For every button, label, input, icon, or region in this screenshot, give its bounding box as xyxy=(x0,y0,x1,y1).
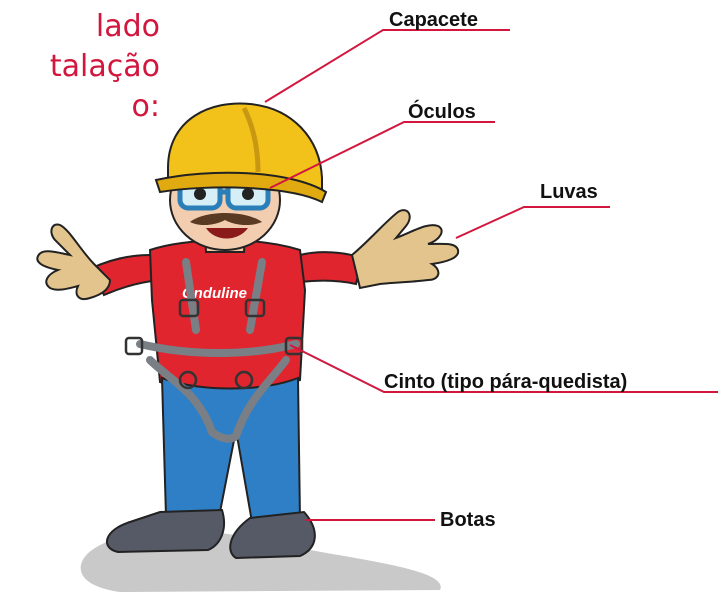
heading-line-1: lado xyxy=(95,9,160,44)
leader-lines xyxy=(264,29,718,521)
label-gloves: Luvas xyxy=(540,181,598,203)
left-glove-icon xyxy=(36,223,112,300)
helmet-icon xyxy=(154,102,328,204)
mouth xyxy=(206,228,248,239)
right-boot-icon xyxy=(229,510,316,560)
jeans xyxy=(160,376,302,524)
heading-line-3: o: xyxy=(131,89,160,124)
leader-helmet xyxy=(264,29,510,103)
left-arm xyxy=(36,223,162,300)
label-helmet: Capacete xyxy=(389,9,478,31)
leader-glasses xyxy=(269,121,495,189)
right-glove-icon xyxy=(350,209,460,290)
right-arm xyxy=(299,209,460,290)
label-harness: Cinto (tipo pára-quedista) xyxy=(384,371,628,393)
heading-line-2: talação xyxy=(49,49,160,84)
left-boot-icon xyxy=(106,508,226,554)
label-glasses: Óculos xyxy=(408,101,476,123)
leader-harness xyxy=(289,344,718,393)
shirt-brand: Onduline xyxy=(182,285,247,302)
harness-buckles xyxy=(124,298,304,390)
harness-icon xyxy=(136,258,300,443)
label-boots: Botas xyxy=(440,509,496,531)
leader-gloves xyxy=(455,206,610,239)
intro-heading: lado talação o: xyxy=(0,0,160,170)
mustache xyxy=(190,213,262,226)
